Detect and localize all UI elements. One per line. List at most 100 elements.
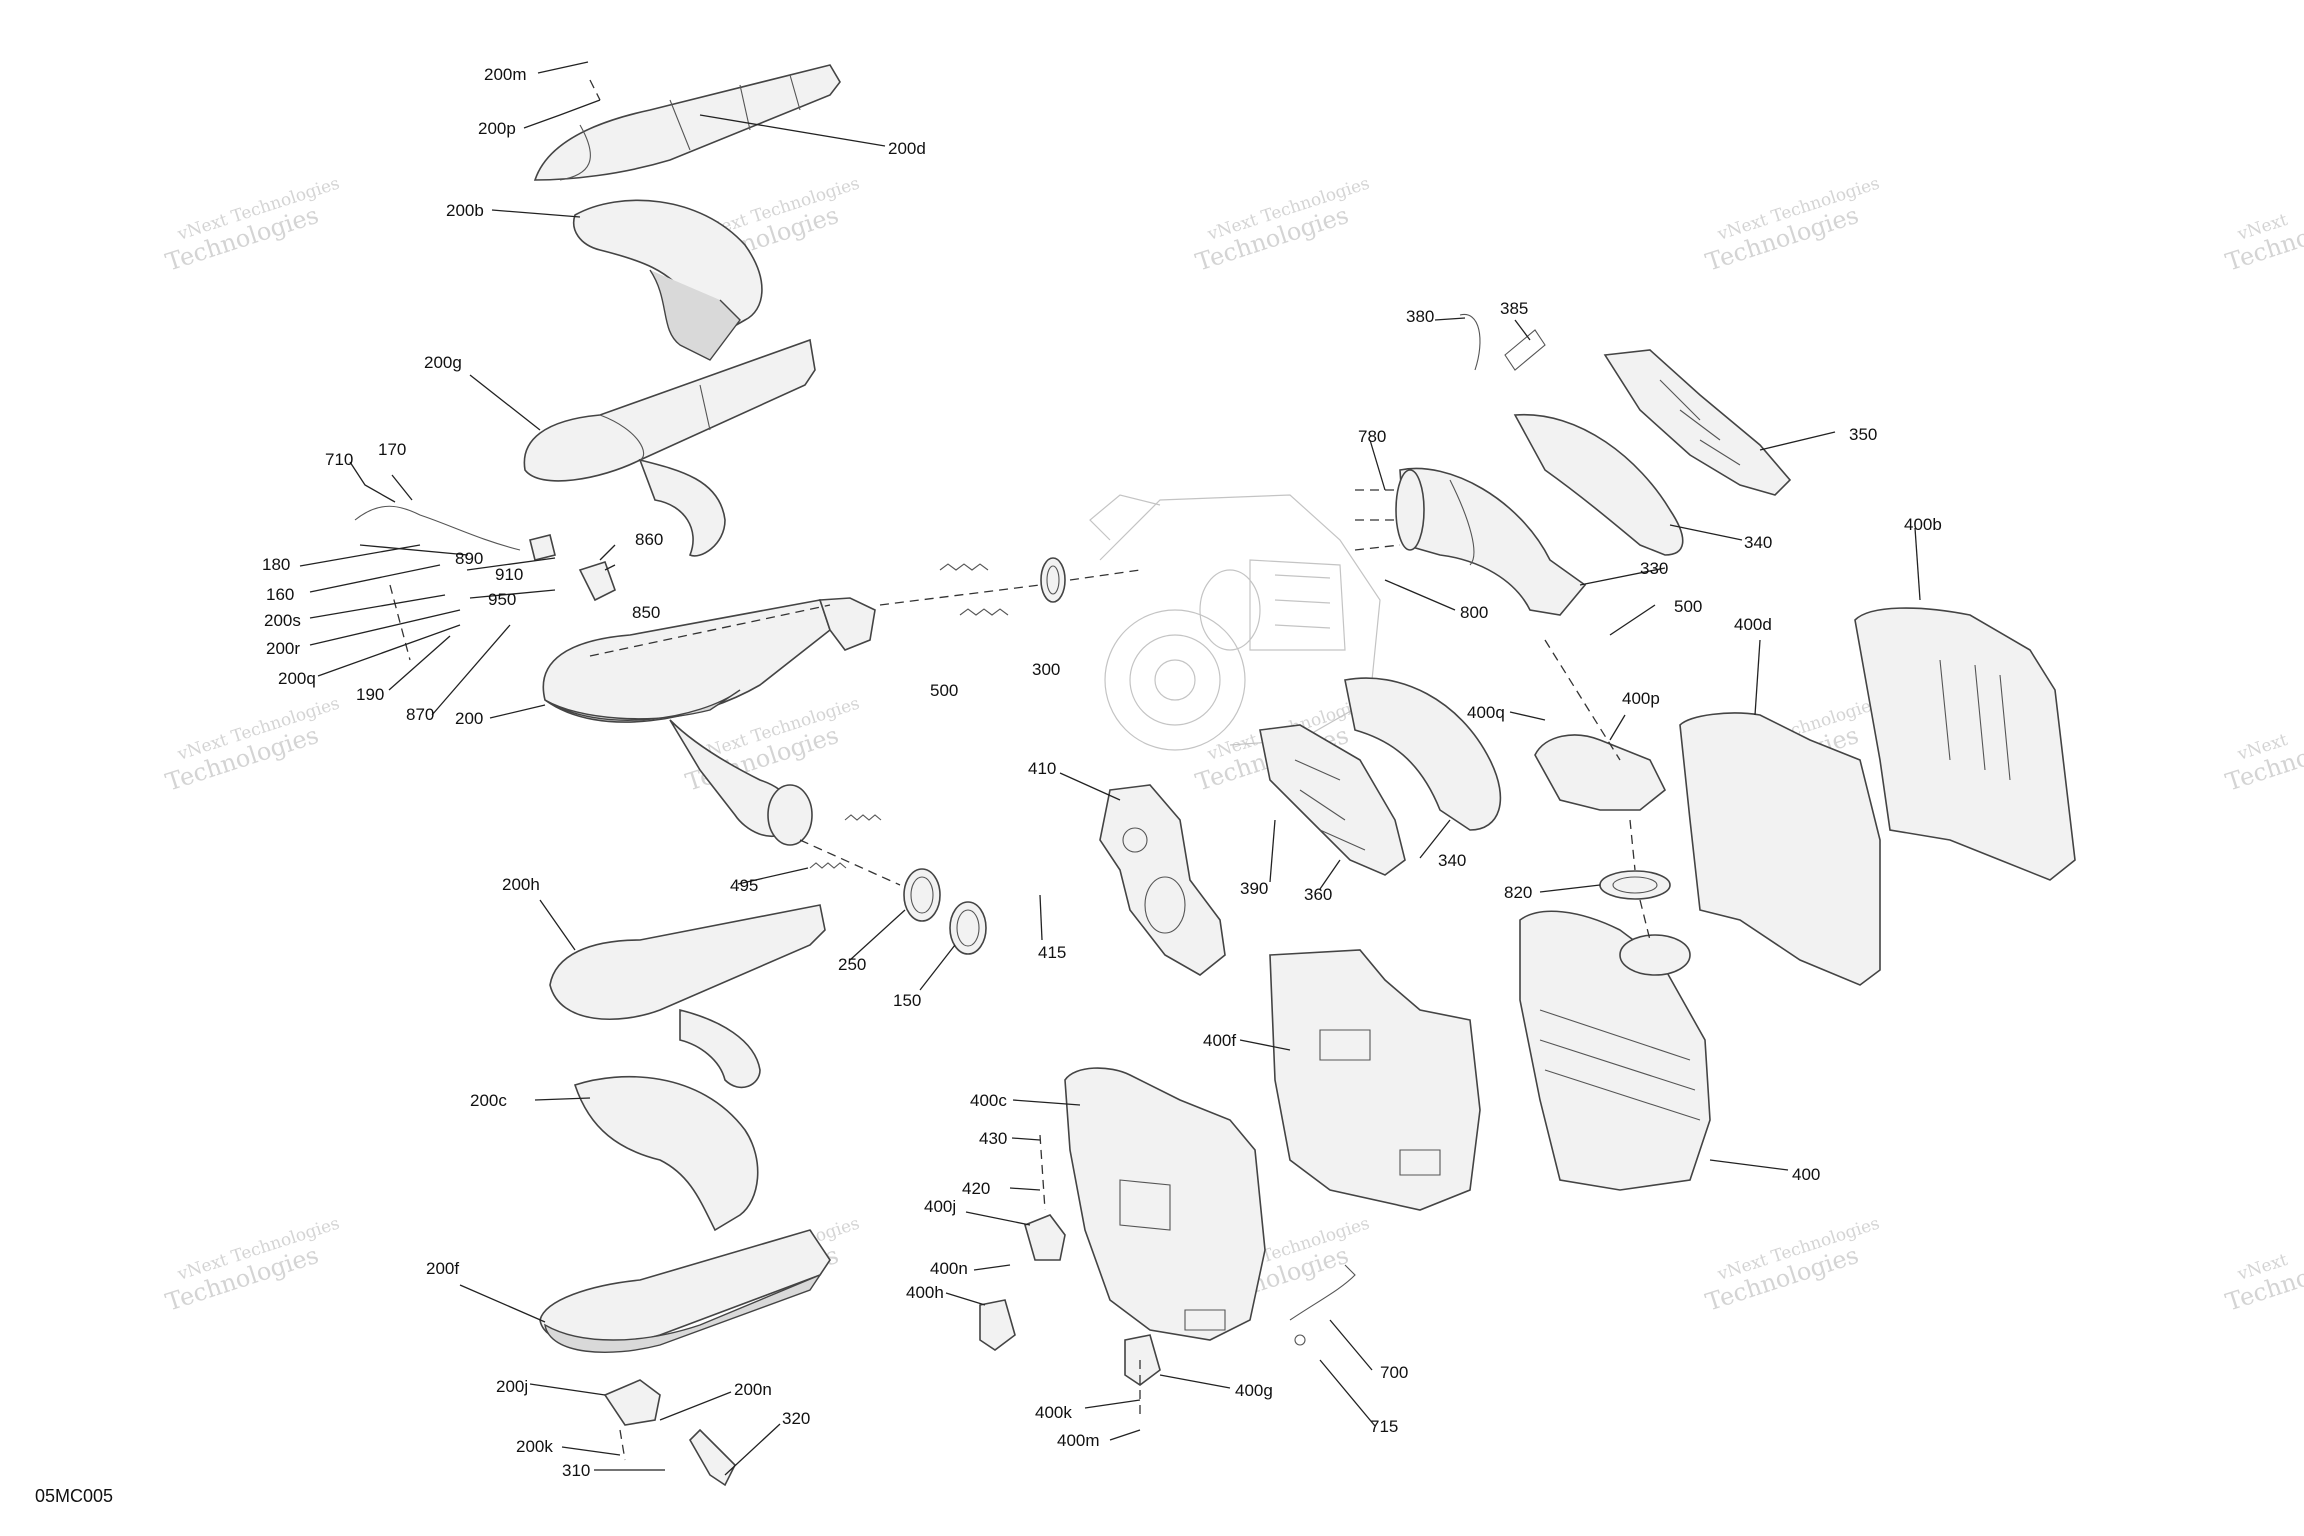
label-170: 170	[378, 440, 406, 459]
label-340-upper: 340	[1744, 533, 1772, 552]
shield-350	[1603, 349, 1792, 496]
label-340-lower: 340	[1438, 851, 1466, 870]
label-200s: 200s	[264, 611, 301, 630]
watermark: vNext Technologies Technologies	[162, 694, 342, 797]
bracket-410	[1099, 784, 1226, 976]
label-200f: 200f	[426, 1259, 459, 1278]
sensor-cable-710	[354, 505, 616, 602]
label-200j: 200j	[496, 1377, 528, 1396]
label-200q: 200q	[278, 669, 316, 688]
label-330: 330	[1640, 559, 1668, 578]
heat-shield-200f	[539, 1229, 831, 1353]
watermark: vNext Technologies	[2222, 721, 2304, 797]
watermark: vNext Technologies Technologies	[1702, 1214, 1882, 1317]
label-300: 300	[1032, 660, 1060, 679]
svg-text:Technologies: Technologies	[2222, 1241, 2304, 1317]
label-200g: 200g	[424, 353, 462, 372]
label-200: 200	[455, 709, 483, 728]
label-715: 715	[1370, 1417, 1398, 1436]
sensor-700	[1289, 1264, 1356, 1346]
watermark: vNext Technologies	[2222, 1241, 2304, 1317]
seal-820	[1599, 870, 1671, 900]
label-400: 400	[1792, 1165, 1820, 1184]
label-200h: 200h	[502, 875, 540, 894]
seal-ring-300	[1040, 557, 1066, 603]
label-310: 310	[562, 1461, 590, 1480]
label-420: 420	[962, 1179, 990, 1198]
cover-400c	[1064, 1067, 1266, 1341]
svg-text:Technologies: Technologies	[2222, 721, 2304, 797]
label-160: 160	[266, 585, 294, 604]
label-400d: 400d	[1734, 615, 1772, 634]
silencer-400	[1519, 910, 1711, 1191]
tube-cover-360	[1259, 724, 1406, 876]
label-400c: 400c	[970, 1091, 1007, 1110]
clip-385	[1504, 329, 1546, 371]
label-400j: 400j	[924, 1197, 956, 1216]
label-780: 780	[1358, 427, 1386, 446]
label-400m: 400m	[1057, 1431, 1100, 1450]
springs-495	[809, 814, 882, 869]
label-320: 320	[782, 1409, 810, 1428]
heat-shield-200b	[573, 199, 763, 361]
label-710: 710	[325, 450, 353, 469]
label-200m: 200m	[484, 65, 527, 84]
label-400f: 400f	[1203, 1031, 1236, 1050]
watermark: vNext Technologies Technologies	[162, 1214, 342, 1317]
bracket-400g	[1124, 1334, 1161, 1386]
callout-labels: 200m 200p 200d 200b 200g 710 170 860 890…	[262, 65, 1942, 1480]
label-870: 870	[406, 705, 434, 724]
cover-400b	[1854, 607, 2076, 881]
ring-250	[903, 868, 941, 922]
cover-400f	[1269, 949, 1481, 1211]
heat-shield-200c	[573, 1075, 759, 1232]
label-400q: 400q	[1467, 703, 1505, 722]
shield-340-upper	[1513, 413, 1684, 556]
label-700: 700	[1380, 1363, 1408, 1382]
label-860: 860	[635, 530, 663, 549]
label-350: 350	[1849, 425, 1877, 444]
watermark: vNext Technologies Technologies	[162, 174, 342, 277]
label-820: 820	[1504, 883, 1532, 902]
label-200c: 200c	[470, 1091, 507, 1110]
label-250: 250	[838, 955, 866, 974]
label-385: 385	[1500, 299, 1528, 318]
diagram-code: 05MC005	[35, 1486, 113, 1506]
assembly-lines	[389, 79, 1651, 1461]
label-410: 410	[1028, 759, 1056, 778]
label-200d: 200d	[888, 139, 926, 158]
shield-340-lower	[1344, 677, 1502, 831]
label-200k: 200k	[516, 1437, 553, 1456]
watermark: vNext Technologies Technologies	[1702, 174, 1882, 277]
label-390: 390	[1240, 879, 1268, 898]
label-380: 380	[1406, 307, 1434, 326]
leader-lines	[299, 61, 1921, 1476]
label-200r: 200r	[266, 639, 300, 658]
label-200p: 200p	[478, 119, 516, 138]
label-950: 950	[488, 590, 516, 609]
bracket-320	[689, 1428, 736, 1487]
label-495: 495	[730, 876, 758, 895]
bracket-400h	[979, 1299, 1016, 1351]
ring-150	[949, 901, 987, 955]
bracket-400p	[1534, 734, 1667, 811]
label-400g: 400g	[1235, 1381, 1273, 1400]
bracket-200j	[603, 1379, 661, 1426]
cover-400d	[1679, 712, 1881, 986]
label-500-right: 500	[1674, 597, 1702, 616]
label-850: 850	[632, 603, 660, 622]
label-800: 800	[1460, 603, 1488, 622]
heat-shield-200h	[549, 904, 826, 1089]
watermark: vNext Technologies Technologies	[1192, 174, 1372, 277]
label-400b: 400b	[1904, 515, 1942, 534]
label-430: 430	[979, 1129, 1007, 1148]
label-910: 910	[495, 565, 523, 584]
label-890: 890	[455, 549, 483, 568]
label-200b: 200b	[446, 201, 484, 220]
muffler-200	[542, 597, 876, 846]
heat-shield-200g	[523, 338, 816, 557]
label-500-left: 500	[930, 681, 958, 700]
label-400k: 400k	[1035, 1403, 1072, 1422]
svg-text:Technologies: Technologies	[2222, 201, 2304, 277]
